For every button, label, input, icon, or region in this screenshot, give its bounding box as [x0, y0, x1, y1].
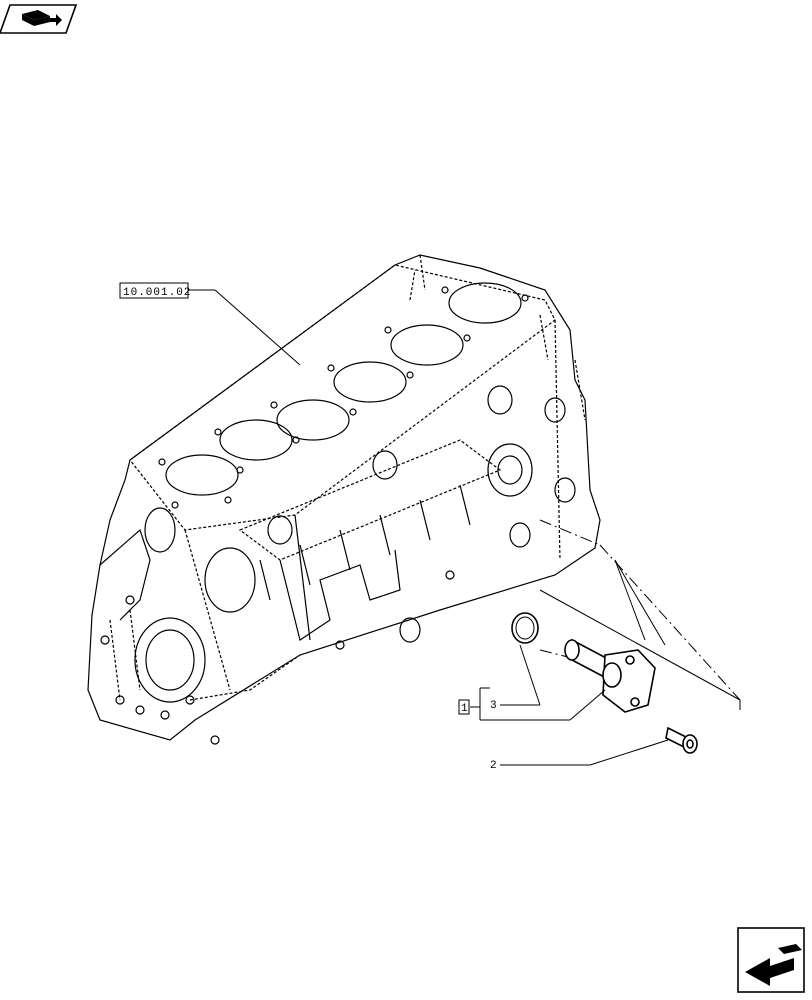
reference-label: 10.001.02 [123, 287, 191, 299]
reference-callout [119, 282, 301, 366]
book-arrow-icon[interactable] [0, 4, 78, 34]
assembly-guide-lines [539, 519, 741, 710]
mounting-bolt[interactable] [665, 726, 698, 754]
oil-pipe-flange[interactable] [564, 638, 656, 713]
callout-group-marker: 1 [461, 703, 468, 715]
callout-leaders [458, 644, 669, 766]
callout-item-2: 2 [490, 760, 497, 772]
callout-item-3: 3 [490, 700, 497, 712]
next-page-arrow-icon[interactable] [737, 927, 805, 993]
engine-block-drawing [87, 254, 601, 745]
o-ring-seal[interactable] [511, 612, 539, 644]
